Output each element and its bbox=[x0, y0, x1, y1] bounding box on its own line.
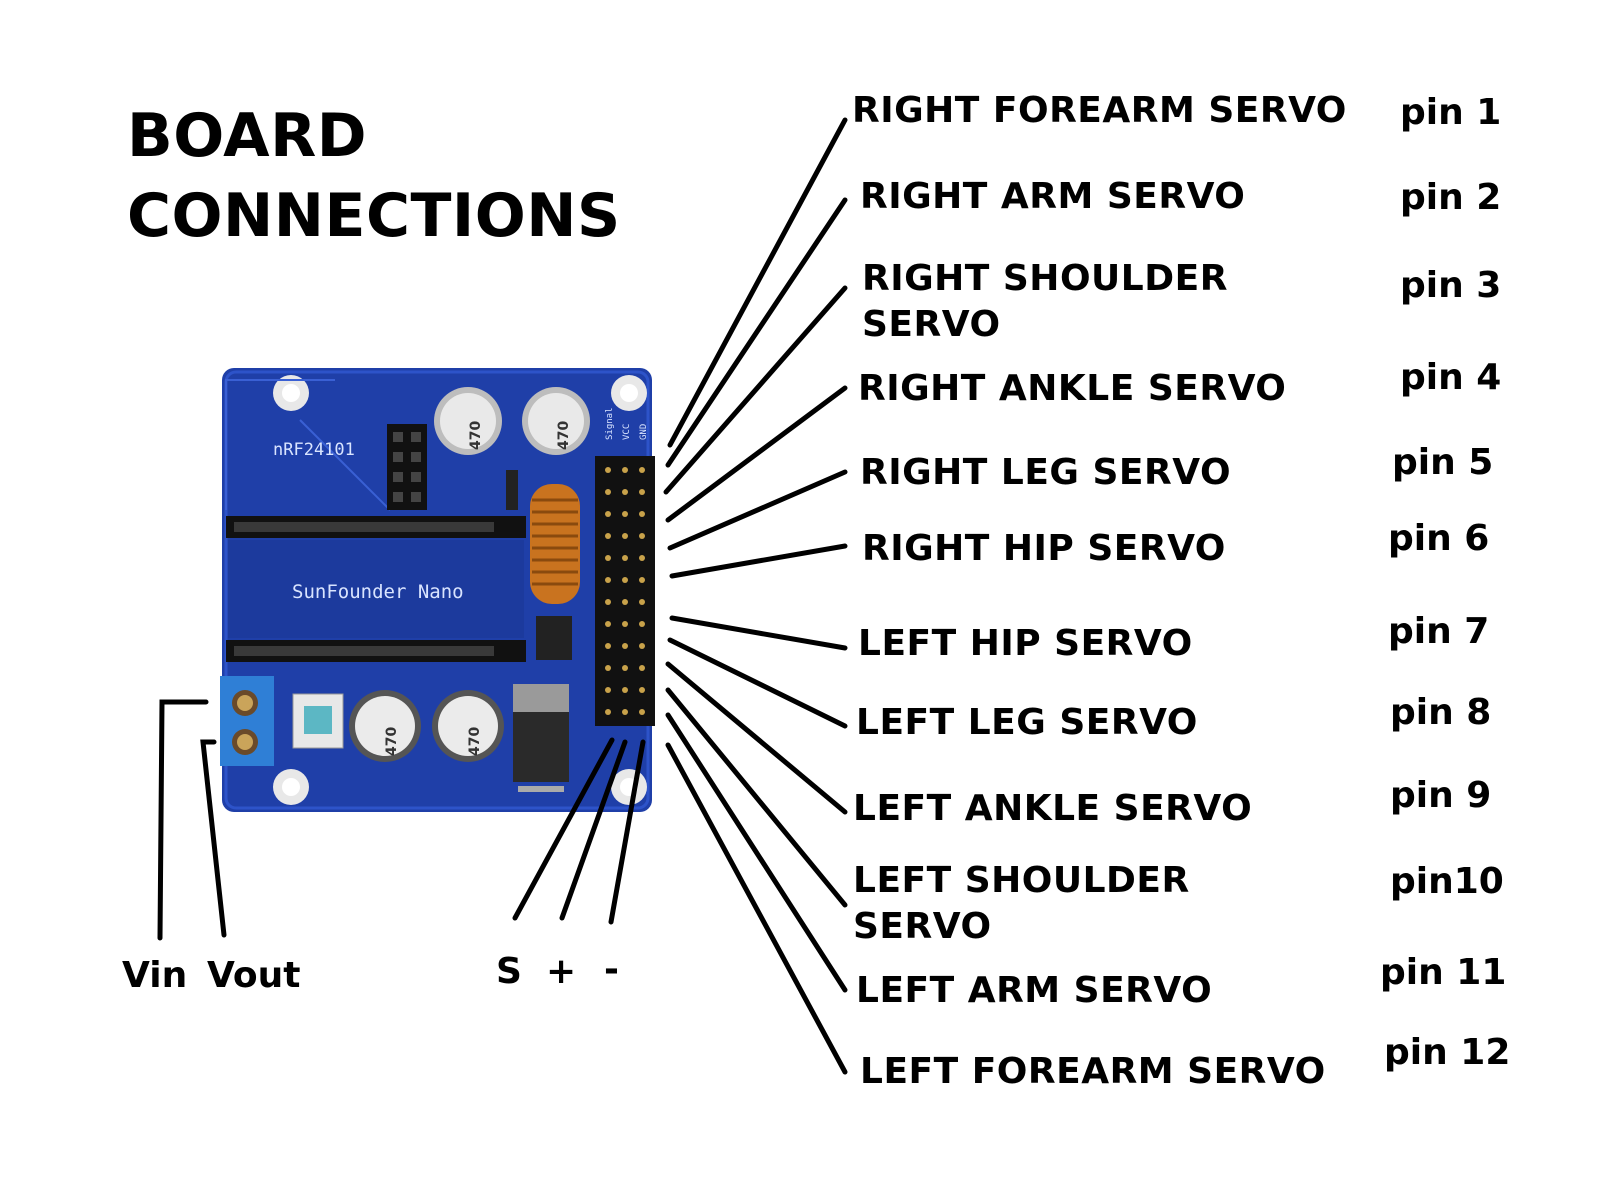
svg-text:470: 470 bbox=[556, 421, 572, 450]
servo-header-block bbox=[595, 456, 655, 726]
wire-pin-11 bbox=[665, 712, 848, 993]
pin-label-5: pin 5 bbox=[1392, 442, 1494, 483]
wire-pin-10 bbox=[665, 687, 848, 908]
wire-pin-1 bbox=[667, 117, 848, 448]
vin-label: Vin bbox=[122, 955, 188, 996]
signal-pin-label: S bbox=[496, 951, 522, 992]
title-line-1: BOARD bbox=[127, 101, 368, 171]
pin-label-2: pin 2 bbox=[1400, 177, 1502, 218]
servo-label-11: LEFT ARM SERVO bbox=[856, 970, 1213, 1011]
mounting-hole bbox=[611, 375, 647, 411]
power-terminal-block bbox=[220, 676, 274, 766]
wire-pin-3 bbox=[663, 285, 848, 495]
servo-label-6: RIGHT HIP SERVO bbox=[862, 528, 1226, 569]
capacitor: 470 bbox=[434, 387, 502, 455]
pin-label-8: pin 8 bbox=[1390, 692, 1492, 733]
servo-label-8: LEFT LEG SERVO bbox=[856, 702, 1198, 743]
pin-label-11: pin 11 bbox=[1380, 952, 1507, 993]
servo-label-4: RIGHT ANKLE SERVO bbox=[858, 368, 1287, 409]
servo-label-5: RIGHT LEG SERVO bbox=[860, 452, 1232, 493]
wire-vin bbox=[157, 699, 209, 941]
wire-vcc bbox=[559, 739, 628, 921]
capacitor: 470 bbox=[349, 690, 421, 762]
vout-label: Vout bbox=[207, 955, 301, 996]
title-line-2: CONNECTIONS bbox=[127, 181, 621, 251]
wire-gnd bbox=[608, 739, 646, 925]
svg-text:470: 470 bbox=[468, 421, 484, 450]
nrf-module-label: nRF24101 bbox=[273, 440, 355, 460]
capacitor: 470 bbox=[522, 387, 590, 455]
wire-pin-6 bbox=[669, 543, 848, 579]
servo-label-9: LEFT ANKLE SERVO bbox=[853, 788, 1253, 829]
wire-pin-12 bbox=[665, 742, 848, 1075]
pin-label-7: pin 7 bbox=[1388, 611, 1490, 652]
svg-text:470: 470 bbox=[384, 727, 400, 756]
servo-label-7: LEFT HIP SERVO bbox=[858, 623, 1193, 664]
wire-vout bbox=[200, 739, 227, 938]
diode bbox=[536, 616, 572, 660]
wire-pin-9 bbox=[665, 661, 848, 815]
mounting-hole bbox=[273, 769, 309, 805]
inductor bbox=[530, 484, 580, 604]
wire-pin-8 bbox=[667, 637, 848, 729]
servo-label-12: LEFT FOREARM SERVO bbox=[860, 1051, 1326, 1092]
diagram-title: BOARD CONNECTIONS bbox=[127, 96, 621, 256]
gnd-pin-label: - bbox=[604, 949, 619, 990]
pin-label-6: pin 6 bbox=[1388, 518, 1490, 559]
pin-label-3: pin 3 bbox=[1400, 265, 1502, 306]
wire-pin-4 bbox=[665, 385, 848, 523]
pin-label-4: pin 4 bbox=[1400, 357, 1502, 398]
power-switch bbox=[292, 693, 344, 749]
wire-signal bbox=[512, 737, 615, 921]
servo-label-2: RIGHT ARM SERVO bbox=[860, 176, 1246, 217]
mounting-hole bbox=[273, 375, 309, 411]
svg-text:Signal: Signal bbox=[605, 407, 615, 440]
wire-pin-5 bbox=[667, 469, 848, 551]
pin-label-10: pin10 bbox=[1390, 861, 1504, 902]
voltage-regulator bbox=[513, 684, 569, 792]
pin-label-9: pin 9 bbox=[1390, 775, 1492, 816]
vcc-pin-label: + bbox=[546, 951, 577, 992]
wire-pin-7 bbox=[669, 615, 848, 651]
servo-label-1: RIGHT FOREARM SERVO bbox=[852, 90, 1347, 131]
svg-text:470: 470 bbox=[467, 727, 483, 756]
capacitor: 470 bbox=[432, 690, 504, 762]
pin-label-12: pin 12 bbox=[1384, 1032, 1511, 1073]
svg-text:GND: GND bbox=[639, 424, 649, 440]
svg-text:VCC: VCC bbox=[622, 424, 632, 440]
wire-pin-2 bbox=[665, 197, 848, 468]
pin-label-1: pin 1 bbox=[1400, 92, 1502, 133]
nano-label: SunFounder Nano bbox=[292, 581, 464, 603]
